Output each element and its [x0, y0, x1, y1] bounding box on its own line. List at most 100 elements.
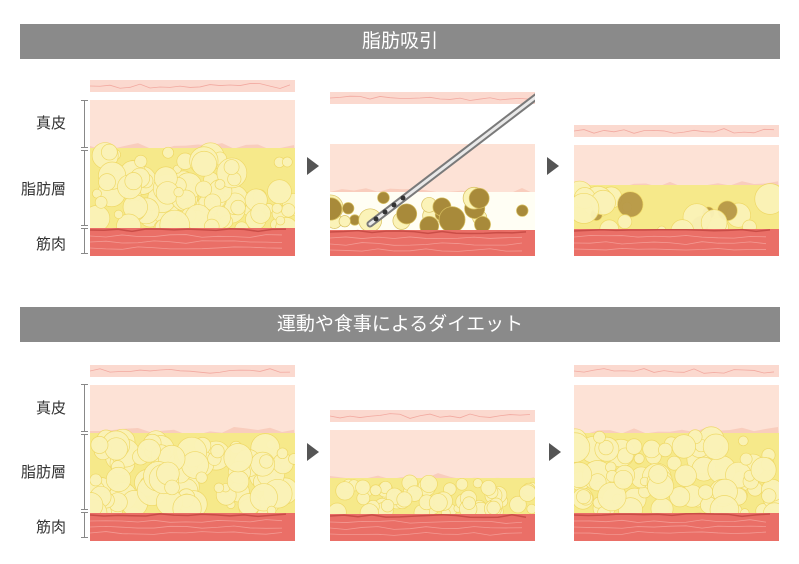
- fat-cell: [518, 484, 535, 502]
- fat-cell: [593, 430, 606, 444]
- fat-cell: [633, 453, 645, 464]
- fat-cell: [250, 203, 272, 224]
- muscle-fiber: [574, 525, 767, 529]
- fat-cell: [574, 461, 593, 488]
- fat-cell: [101, 143, 118, 161]
- muscle-fiber: [90, 234, 283, 238]
- label-fat-2: 脂肪層: [20, 463, 66, 481]
- fat-cell: [164, 479, 180, 496]
- label-dermis-2: 真皮: [35, 399, 66, 417]
- cannula-hole: [382, 209, 388, 215]
- fat-cell: [642, 439, 661, 459]
- fat-cell: [428, 493, 448, 512]
- bracket-fat-1: [81, 150, 91, 226]
- fat-cell: [195, 180, 213, 198]
- fat-cell: [213, 482, 225, 494]
- fat-cell: [281, 203, 295, 218]
- muscle-fiber: [330, 248, 523, 252]
- fat-cell: [761, 488, 777, 504]
- fat-cell: [90, 473, 103, 487]
- fat-cell: [124, 172, 143, 191]
- fat-cell: [754, 183, 779, 215]
- fat-cell: [223, 159, 240, 175]
- fat-cell: [369, 484, 382, 497]
- fat-cell: [335, 481, 355, 501]
- fat-cell: [486, 500, 501, 515]
- cannula-hole: [391, 202, 397, 208]
- arrow-right-icon: [307, 443, 319, 461]
- fat-cell: [267, 179, 292, 205]
- fat-cell: [480, 480, 497, 496]
- fat-cell: [697, 484, 714, 500]
- muscle-edge: [574, 228, 771, 233]
- fat-cell: [516, 204, 529, 217]
- fat-cell: [671, 434, 697, 459]
- fat-cell: [455, 478, 469, 491]
- epidermis-strip: [90, 80, 295, 92]
- cannula-icon: [366, 93, 535, 228]
- epidermis-strip: [330, 410, 535, 422]
- fat-cell: [288, 453, 295, 465]
- fat-cell: [226, 470, 250, 493]
- fat-cell: [105, 466, 132, 493]
- fat-cell: [625, 438, 643, 455]
- muscle-layer: [574, 513, 779, 541]
- epidermis-strip: [574, 365, 779, 377]
- fat-cell: [669, 486, 691, 508]
- fat-cell: [574, 192, 600, 224]
- muscle-fiber: [330, 242, 523, 246]
- fat-cell: [98, 173, 116, 191]
- fat-cell: [674, 464, 697, 487]
- muscle-fiber: [330, 532, 523, 536]
- panel-before-liposuction: [90, 80, 295, 256]
- fat-cell: [173, 186, 184, 198]
- muscle-fiber: [90, 240, 283, 244]
- fat-cell: [438, 206, 466, 233]
- muscle-fiber: [574, 531, 767, 535]
- fat-cell: [113, 209, 124, 220]
- fat-cell: [338, 215, 351, 228]
- fat-cell: [195, 471, 208, 484]
- fat-cell: [597, 482, 627, 512]
- fat-cell: [702, 433, 730, 460]
- muscle-fiber: [574, 519, 767, 523]
- fat-cell: [419, 474, 438, 493]
- fat-cell: [276, 447, 289, 460]
- fat-cell: [249, 483, 278, 512]
- panel-rebound-diet: [574, 365, 779, 541]
- cannula-highlight: [368, 95, 535, 226]
- fat-cell: [380, 499, 395, 513]
- arrow-right-icon: [307, 157, 319, 175]
- skin-texture-line: [90, 368, 291, 374]
- fat-cell: [739, 452, 753, 466]
- fat-cell: [214, 179, 226, 190]
- muscle-edge: [330, 513, 527, 519]
- muscle-layer: [574, 229, 779, 256]
- muscle-edge: [574, 512, 771, 518]
- muscle-fiber: [90, 525, 283, 529]
- skin-texture-line: [330, 413, 531, 419]
- fat-cell: [94, 196, 108, 209]
- fat-cell: [377, 191, 390, 204]
- skin-texture-line: [90, 83, 291, 89]
- skin-texture-line: [574, 128, 775, 134]
- skin-texture-line: [330, 95, 531, 101]
- fat-cell: [396, 203, 418, 225]
- muscle-edge: [90, 513, 287, 518]
- fat-cell: [259, 454, 274, 469]
- bracket-fat-2: [81, 434, 91, 510]
- fat-cell: [666, 455, 682, 471]
- bracket-muscle-2: [81, 512, 91, 538]
- label-dermis-1: 真皮: [35, 114, 66, 132]
- muscle-fiber: [330, 526, 523, 530]
- arrow-right-icon: [547, 157, 559, 175]
- fat-cell: [738, 435, 749, 447]
- dermis-layer: [90, 100, 295, 154]
- section-title-diet: 運動や食事によるダイエット: [20, 307, 780, 342]
- muscle-fiber: [90, 519, 283, 523]
- fat-cell: [648, 464, 668, 484]
- fat-cell: [750, 456, 777, 483]
- epidermis-strip: [574, 125, 779, 137]
- muscle-fiber: [90, 246, 283, 250]
- fat-cell: [658, 442, 673, 458]
